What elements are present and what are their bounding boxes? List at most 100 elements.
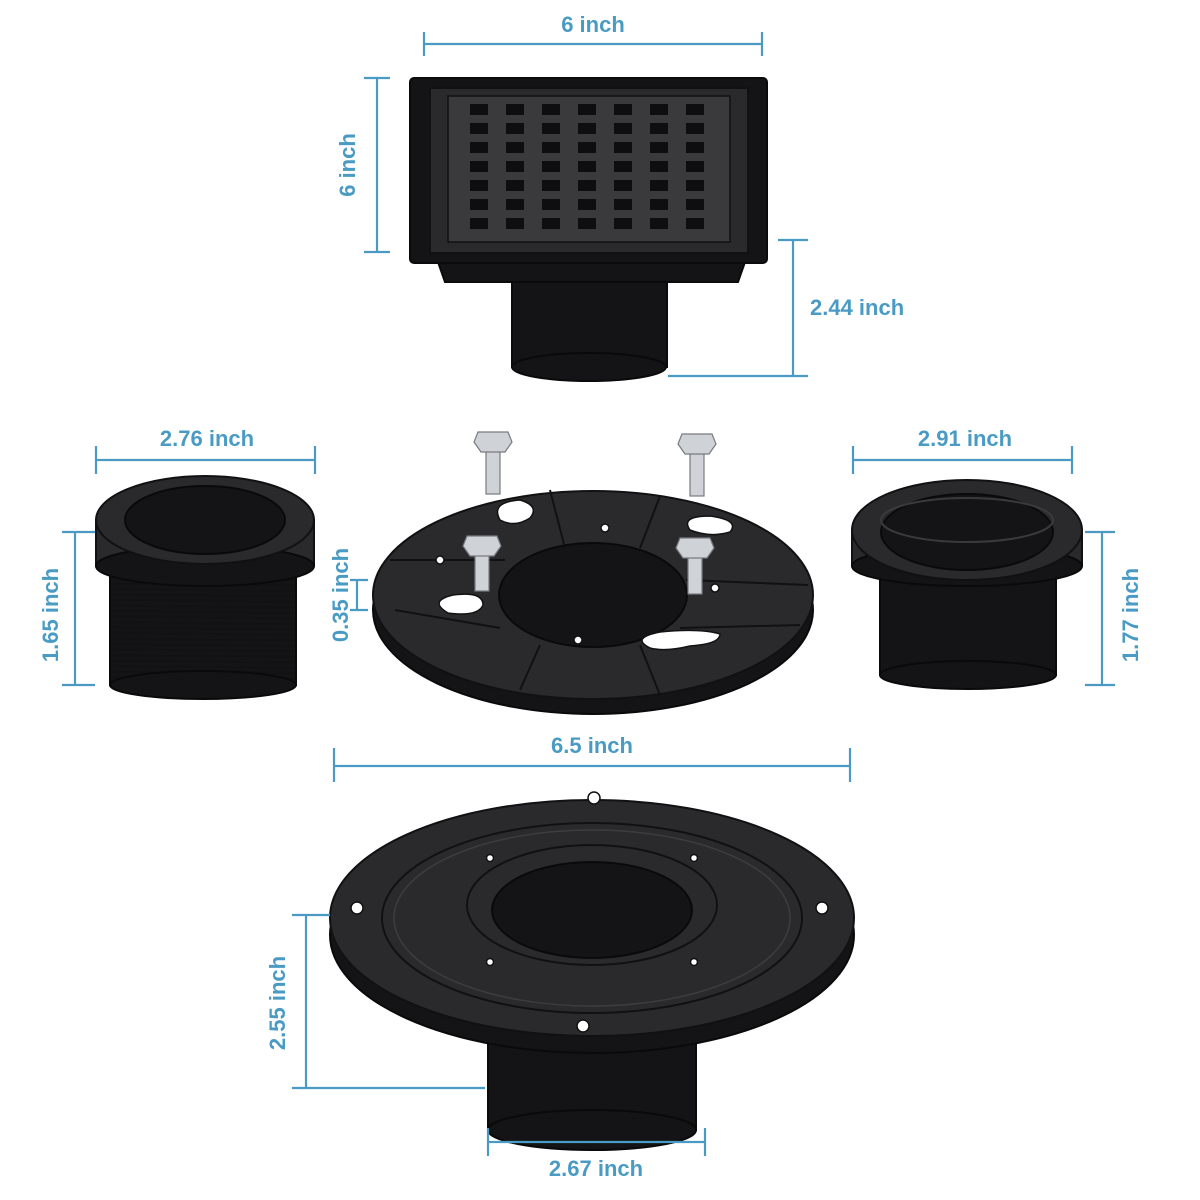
grate-hole [506, 142, 524, 153]
thread-line [110, 637, 296, 642]
grate-hole [614, 142, 632, 153]
dim-drain-height: 2.44 inch [668, 238, 904, 378]
grate-hole [614, 104, 632, 115]
label-flange-pipe-width: 2.67 inch [549, 1156, 643, 1181]
grate-hole [506, 180, 524, 191]
grate-hole [650, 161, 668, 172]
clamp-ring-center-hole [498, 542, 688, 648]
grate-hole [542, 142, 560, 153]
thread-line [110, 621, 296, 625]
dim-threaded-adapter-width: 2.76 inch [94, 426, 317, 474]
grate-hole [614, 123, 632, 134]
thread-line [110, 593, 296, 598]
label-drain-width: 6 inch [561, 12, 625, 37]
grate-hole [686, 142, 704, 153]
thread-line [110, 654, 296, 658]
screw [677, 433, 717, 497]
flange-bolt-hole [815, 901, 829, 915]
grate-hole [542, 161, 560, 172]
flange [329, 791, 855, 1151]
flange-bolt-hole [576, 1019, 590, 1033]
label-threaded-adapter-width: 2.76 inch [160, 426, 254, 451]
grate-hole [650, 142, 668, 153]
adapter-bore [124, 485, 286, 555]
grate-hole [578, 161, 596, 172]
flange-small-hole [689, 957, 699, 967]
grate-hole [578, 104, 596, 115]
grate-hole [650, 104, 668, 115]
flange-bore [491, 861, 693, 959]
square-drain [409, 77, 768, 382]
grate-hole [614, 199, 632, 210]
clamp-bolt-hole [600, 523, 610, 533]
thread-line [110, 643, 296, 647]
label-clamp-ring-thickness: 0.35 inch [328, 548, 353, 642]
dim-flange-height: 2.55 inch [265, 913, 485, 1090]
grate-hole [470, 104, 488, 115]
grate-hole [470, 199, 488, 210]
grate-hole [470, 123, 488, 134]
grate-hole [686, 218, 704, 229]
clamp-slot-left [438, 593, 484, 615]
thread-line [110, 665, 296, 669]
grate-hole [650, 123, 668, 134]
grate-hole [470, 142, 488, 153]
dim-flange-pipe-width: 2.67 inch [486, 1128, 707, 1181]
grate-hole [686, 180, 704, 191]
grate-hole [542, 218, 560, 229]
threaded-adapter [95, 475, 315, 700]
grate-hole [542, 123, 560, 134]
grate-hole [542, 180, 560, 191]
flange-small-hole [485, 853, 495, 863]
dim-clamp-ring-thickness: 0.35 inch [328, 548, 368, 642]
coupling [851, 479, 1083, 690]
label-drain-length: 6 inch [335, 133, 360, 197]
drain-pipe-bottom [511, 352, 667, 382]
thread-line [110, 659, 296, 664]
grate-hole [470, 218, 488, 229]
clamp-bolt-hole [435, 555, 445, 565]
label-drain-height: 2.44 inch [810, 295, 904, 320]
grate-hole [686, 104, 704, 115]
grate-hole [650, 218, 668, 229]
grate-hole [506, 161, 524, 172]
grate-hole [686, 199, 704, 210]
flange-bolt-hole [350, 901, 364, 915]
grate-hole [578, 199, 596, 210]
thread-line [110, 599, 296, 603]
clamp-bolt-hole [710, 583, 720, 593]
dim-flange-width: 6.5 inch [332, 733, 852, 782]
grate-hole [506, 104, 524, 115]
drain-grate-holes [470, 104, 704, 229]
clamp-bolt-hole [573, 635, 583, 645]
grate-hole [578, 123, 596, 134]
dim-drain-width: 6 inch [422, 12, 764, 56]
flange-pipe-bottom [487, 1109, 697, 1151]
grate-hole [686, 123, 704, 134]
clamp-slot-top-right [686, 515, 734, 536]
drain-pipe [511, 271, 668, 368]
grate-hole [578, 180, 596, 191]
grate-hole [650, 199, 668, 210]
flange-small-hole [485, 957, 495, 967]
flange-bolt-hole [587, 791, 601, 805]
grate-hole [614, 180, 632, 191]
coupling-bore [880, 493, 1054, 571]
thread-line [110, 648, 296, 653]
grate-hole [506, 123, 524, 134]
label-coupling-width: 2.91 inch [918, 426, 1012, 451]
thread-line [110, 626, 296, 631]
drain-body [436, 261, 747, 283]
thread-line [110, 610, 296, 614]
grate-hole [578, 142, 596, 153]
label-flange-width: 6.5 inch [551, 733, 633, 758]
grate-hole [506, 199, 524, 210]
dim-coupling-height: 1.77 inch [1085, 530, 1143, 687]
grate-hole [542, 104, 560, 115]
clamp-slot-right [641, 629, 721, 651]
thread-line [110, 632, 296, 636]
clamp-slot-top-left [496, 499, 535, 525]
label-flange-height: 2.55 inch [265, 956, 290, 1050]
screw [473, 431, 513, 495]
grate-hole [650, 180, 668, 191]
